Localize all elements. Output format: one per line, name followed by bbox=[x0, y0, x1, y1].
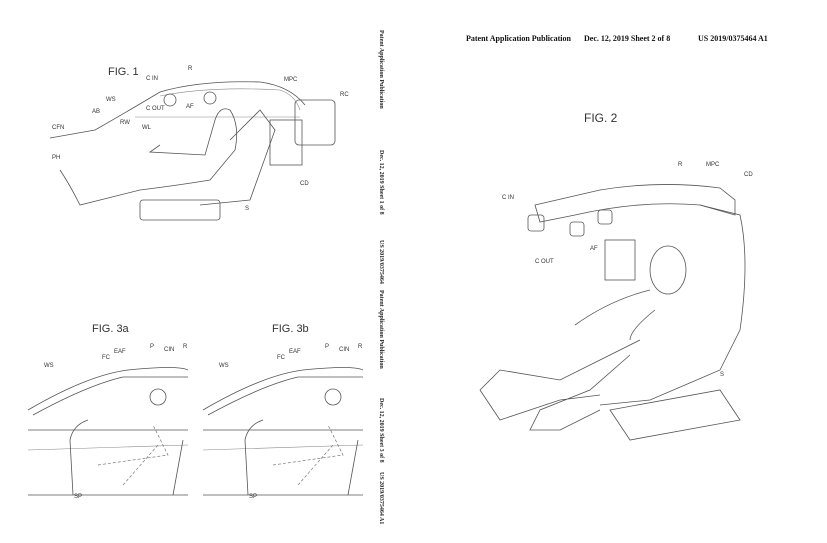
ref-label: AB bbox=[92, 109, 100, 115]
ref-label: PH bbox=[52, 155, 60, 161]
ref-label: CD bbox=[300, 181, 309, 187]
side-header-title: Patent Application Publication bbox=[378, 290, 384, 369]
header-date-sheet: Dec. 12, 2019 Sheet 2 of 8 bbox=[584, 34, 670, 43]
ref-label: SP bbox=[74, 494, 82, 500]
ref-label: RW bbox=[120, 120, 130, 126]
header-publication-number: US 2019/0375464 A1 bbox=[698, 34, 768, 43]
ref-label: RC bbox=[340, 92, 349, 98]
ref-label: EAF bbox=[114, 349, 126, 355]
ref-label: WS bbox=[219, 363, 229, 369]
ref-label: R bbox=[678, 162, 683, 168]
ref-label: C IN bbox=[146, 76, 158, 82]
header-title: Patent Application Publication bbox=[466, 34, 571, 43]
fig-3b-label: FIG. 3b bbox=[272, 323, 309, 335]
ref-label: WL bbox=[142, 125, 152, 131]
fig-3a-drawing: FIG. 3a WS FC EAF P CIN R SP bbox=[27, 323, 189, 500]
ref-label: S bbox=[720, 372, 724, 378]
side-header-title: Patent Application Publication bbox=[378, 30, 384, 109]
side-header-date: Dec. 12, 2019 Sheet 3 of 8 bbox=[378, 398, 384, 463]
fig-2-label: FIG. 2 bbox=[584, 111, 618, 125]
sheet-1-side-header: Patent Application Publication Dec. 12, … bbox=[378, 30, 384, 284]
fig-1-label: FIG. 1 bbox=[108, 66, 139, 78]
side-header-number: US 2019/0375464 A1 bbox=[378, 472, 384, 524]
ref-label: S bbox=[245, 206, 249, 212]
ref-label: CIN bbox=[164, 347, 174, 353]
ref-label: CIN bbox=[339, 347, 349, 353]
ref-label: AF bbox=[590, 246, 598, 252]
ref-label: AF bbox=[186, 104, 194, 110]
ref-label: C IN bbox=[502, 195, 514, 201]
sheet-2: Patent Application Publication Dec. 12, … bbox=[466, 34, 768, 441]
ref-label: EAF bbox=[289, 349, 301, 355]
side-header-date: Dec. 12, 2019 Sheet 1 of 8 bbox=[378, 150, 384, 215]
ref-label: C OUT bbox=[535, 259, 554, 265]
ref-label: WS bbox=[44, 363, 54, 369]
ref-label: FC bbox=[277, 355, 286, 361]
ref-label: R bbox=[183, 344, 188, 350]
ref-label: C OUT bbox=[146, 106, 165, 112]
fig-1-drawing: FIG. 1 R C IN MPC RC WS AB C OUT AF RW W… bbox=[49, 30, 384, 284]
ref-label: R bbox=[188, 66, 193, 72]
fig-1-reference-labels: R C IN MPC RC WS AB C OUT AF RW WL CFN P… bbox=[52, 66, 349, 212]
ref-label: FC bbox=[102, 355, 111, 361]
ref-label: MPC bbox=[284, 77, 298, 83]
ref-label: SP bbox=[249, 494, 257, 500]
ref-label: P bbox=[150, 344, 154, 350]
ref-label: R bbox=[358, 344, 363, 350]
ref-label: WS bbox=[106, 97, 116, 103]
fig-3b-drawing: FIG. 3b WS FC EAF P CIN R SP Patent Appl… bbox=[202, 290, 384, 524]
fig-3a-label: FIG. 3a bbox=[92, 323, 130, 335]
fig-2-drawing bbox=[479, 184, 746, 441]
ref-label: CD bbox=[744, 172, 753, 178]
side-header-number: US 2019/0375464 bbox=[378, 240, 384, 284]
ref-label: CFN bbox=[52, 125, 64, 131]
sheet-3-side-header: Patent Application Publication Dec. 12, … bbox=[378, 290, 384, 524]
ref-label: MPC bbox=[706, 162, 720, 168]
ref-label: P bbox=[325, 344, 329, 350]
